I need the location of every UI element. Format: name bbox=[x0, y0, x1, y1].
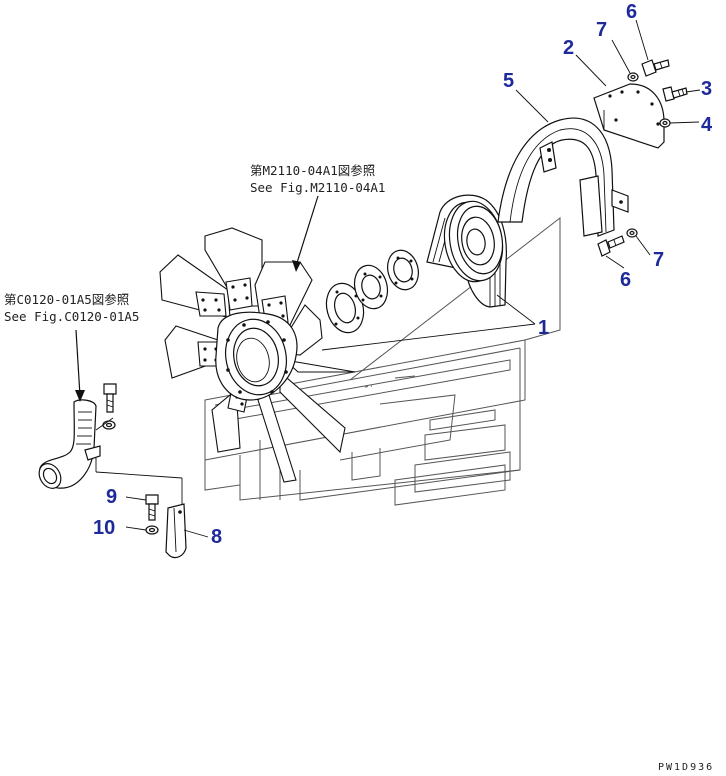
hose-bracket bbox=[165, 503, 187, 559]
callout-washer-lower: 7 bbox=[653, 249, 664, 271]
bolt-left-lower bbox=[145, 494, 159, 521]
callout-washer-top: 7 bbox=[596, 19, 607, 41]
cooling-fan bbox=[159, 227, 356, 483]
washer-left-upper bbox=[102, 420, 116, 430]
callout-bracket: 8 bbox=[211, 526, 222, 548]
bolt-top-right bbox=[662, 86, 688, 102]
leader-lines bbox=[75, 19, 701, 538]
guard-plate bbox=[593, 83, 665, 149]
fan-blade bbox=[257, 391, 297, 483]
fan-reference-jp: 第M2110-04A1図参照 bbox=[250, 163, 375, 178]
washer-top-right bbox=[659, 118, 671, 128]
bolt-lower bbox=[597, 235, 625, 257]
callout-guard-plate: 2 bbox=[563, 37, 574, 59]
callout-bolt-top-right: 3 bbox=[701, 78, 712, 100]
drawing-code: PW1D936 bbox=[658, 762, 714, 773]
spacer-rings bbox=[325, 249, 419, 334]
callout-washer-top-right: 4 bbox=[701, 114, 713, 136]
radiator-hose bbox=[38, 399, 101, 489]
hose-reference-jp: 第C0120-01A5図参照 bbox=[4, 292, 129, 307]
fan-guard bbox=[497, 117, 629, 237]
bolt-left bbox=[103, 383, 117, 413]
hose-reference-en: See Fig.C0120-01A5 bbox=[4, 309, 139, 324]
callout-fan-guard: 5 bbox=[503, 70, 514, 92]
washer-left-lower bbox=[145, 525, 159, 535]
pulley-and-belt bbox=[426, 194, 507, 308]
washer-top bbox=[627, 72, 639, 82]
callout-bolt-top: 6 bbox=[626, 1, 637, 23]
fan-blade bbox=[283, 359, 356, 373]
callout-washer-left: 10 bbox=[93, 517, 115, 539]
bolt-top bbox=[641, 59, 670, 77]
fan-reference-en: See Fig.M2110-04A1 bbox=[250, 180, 385, 195]
callout-bolt-lower: 6 bbox=[620, 269, 631, 291]
washer-lower bbox=[626, 228, 638, 238]
callout-belt: 1 bbox=[538, 317, 549, 339]
callout-bolt-left: 9 bbox=[106, 486, 117, 508]
